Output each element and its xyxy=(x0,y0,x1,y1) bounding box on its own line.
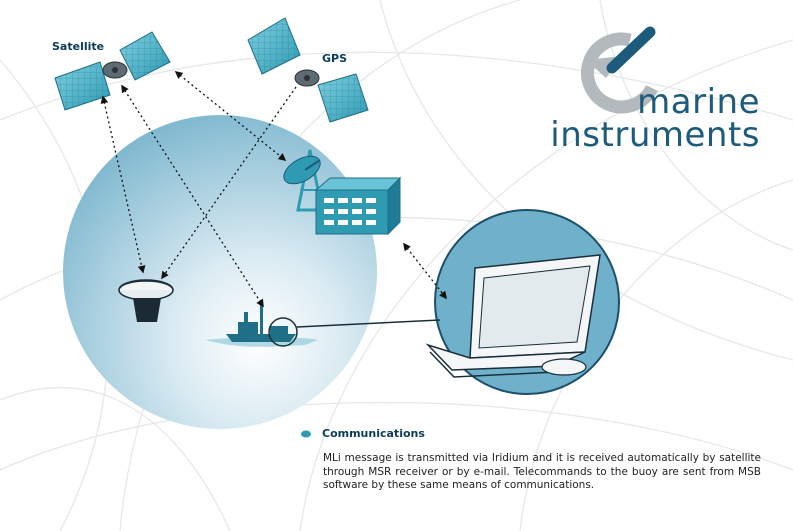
gps-label: GPS xyxy=(322,52,348,65)
earth-sphere xyxy=(63,115,377,429)
communications-description: MLi message is transmitted via Iridium a… xyxy=(323,452,761,491)
laptop-icon xyxy=(425,254,601,378)
brand-logo-text: marine instruments xyxy=(548,82,760,155)
logo-mark xyxy=(581,26,658,114)
logo-line-1: marine xyxy=(637,82,760,122)
ship-connection-line xyxy=(296,319,441,328)
ship-highlight-circle xyxy=(268,317,298,347)
logo-line-2: instruments xyxy=(550,115,760,155)
satellite-label: Satellite xyxy=(52,40,105,53)
signal-arrows xyxy=(100,71,447,308)
ground-station-icon xyxy=(283,149,402,236)
gps-satellite-icon xyxy=(247,17,369,123)
communications-title: Communications xyxy=(322,427,425,440)
bullet-icon xyxy=(301,430,311,438)
satellite-icon xyxy=(54,31,171,111)
